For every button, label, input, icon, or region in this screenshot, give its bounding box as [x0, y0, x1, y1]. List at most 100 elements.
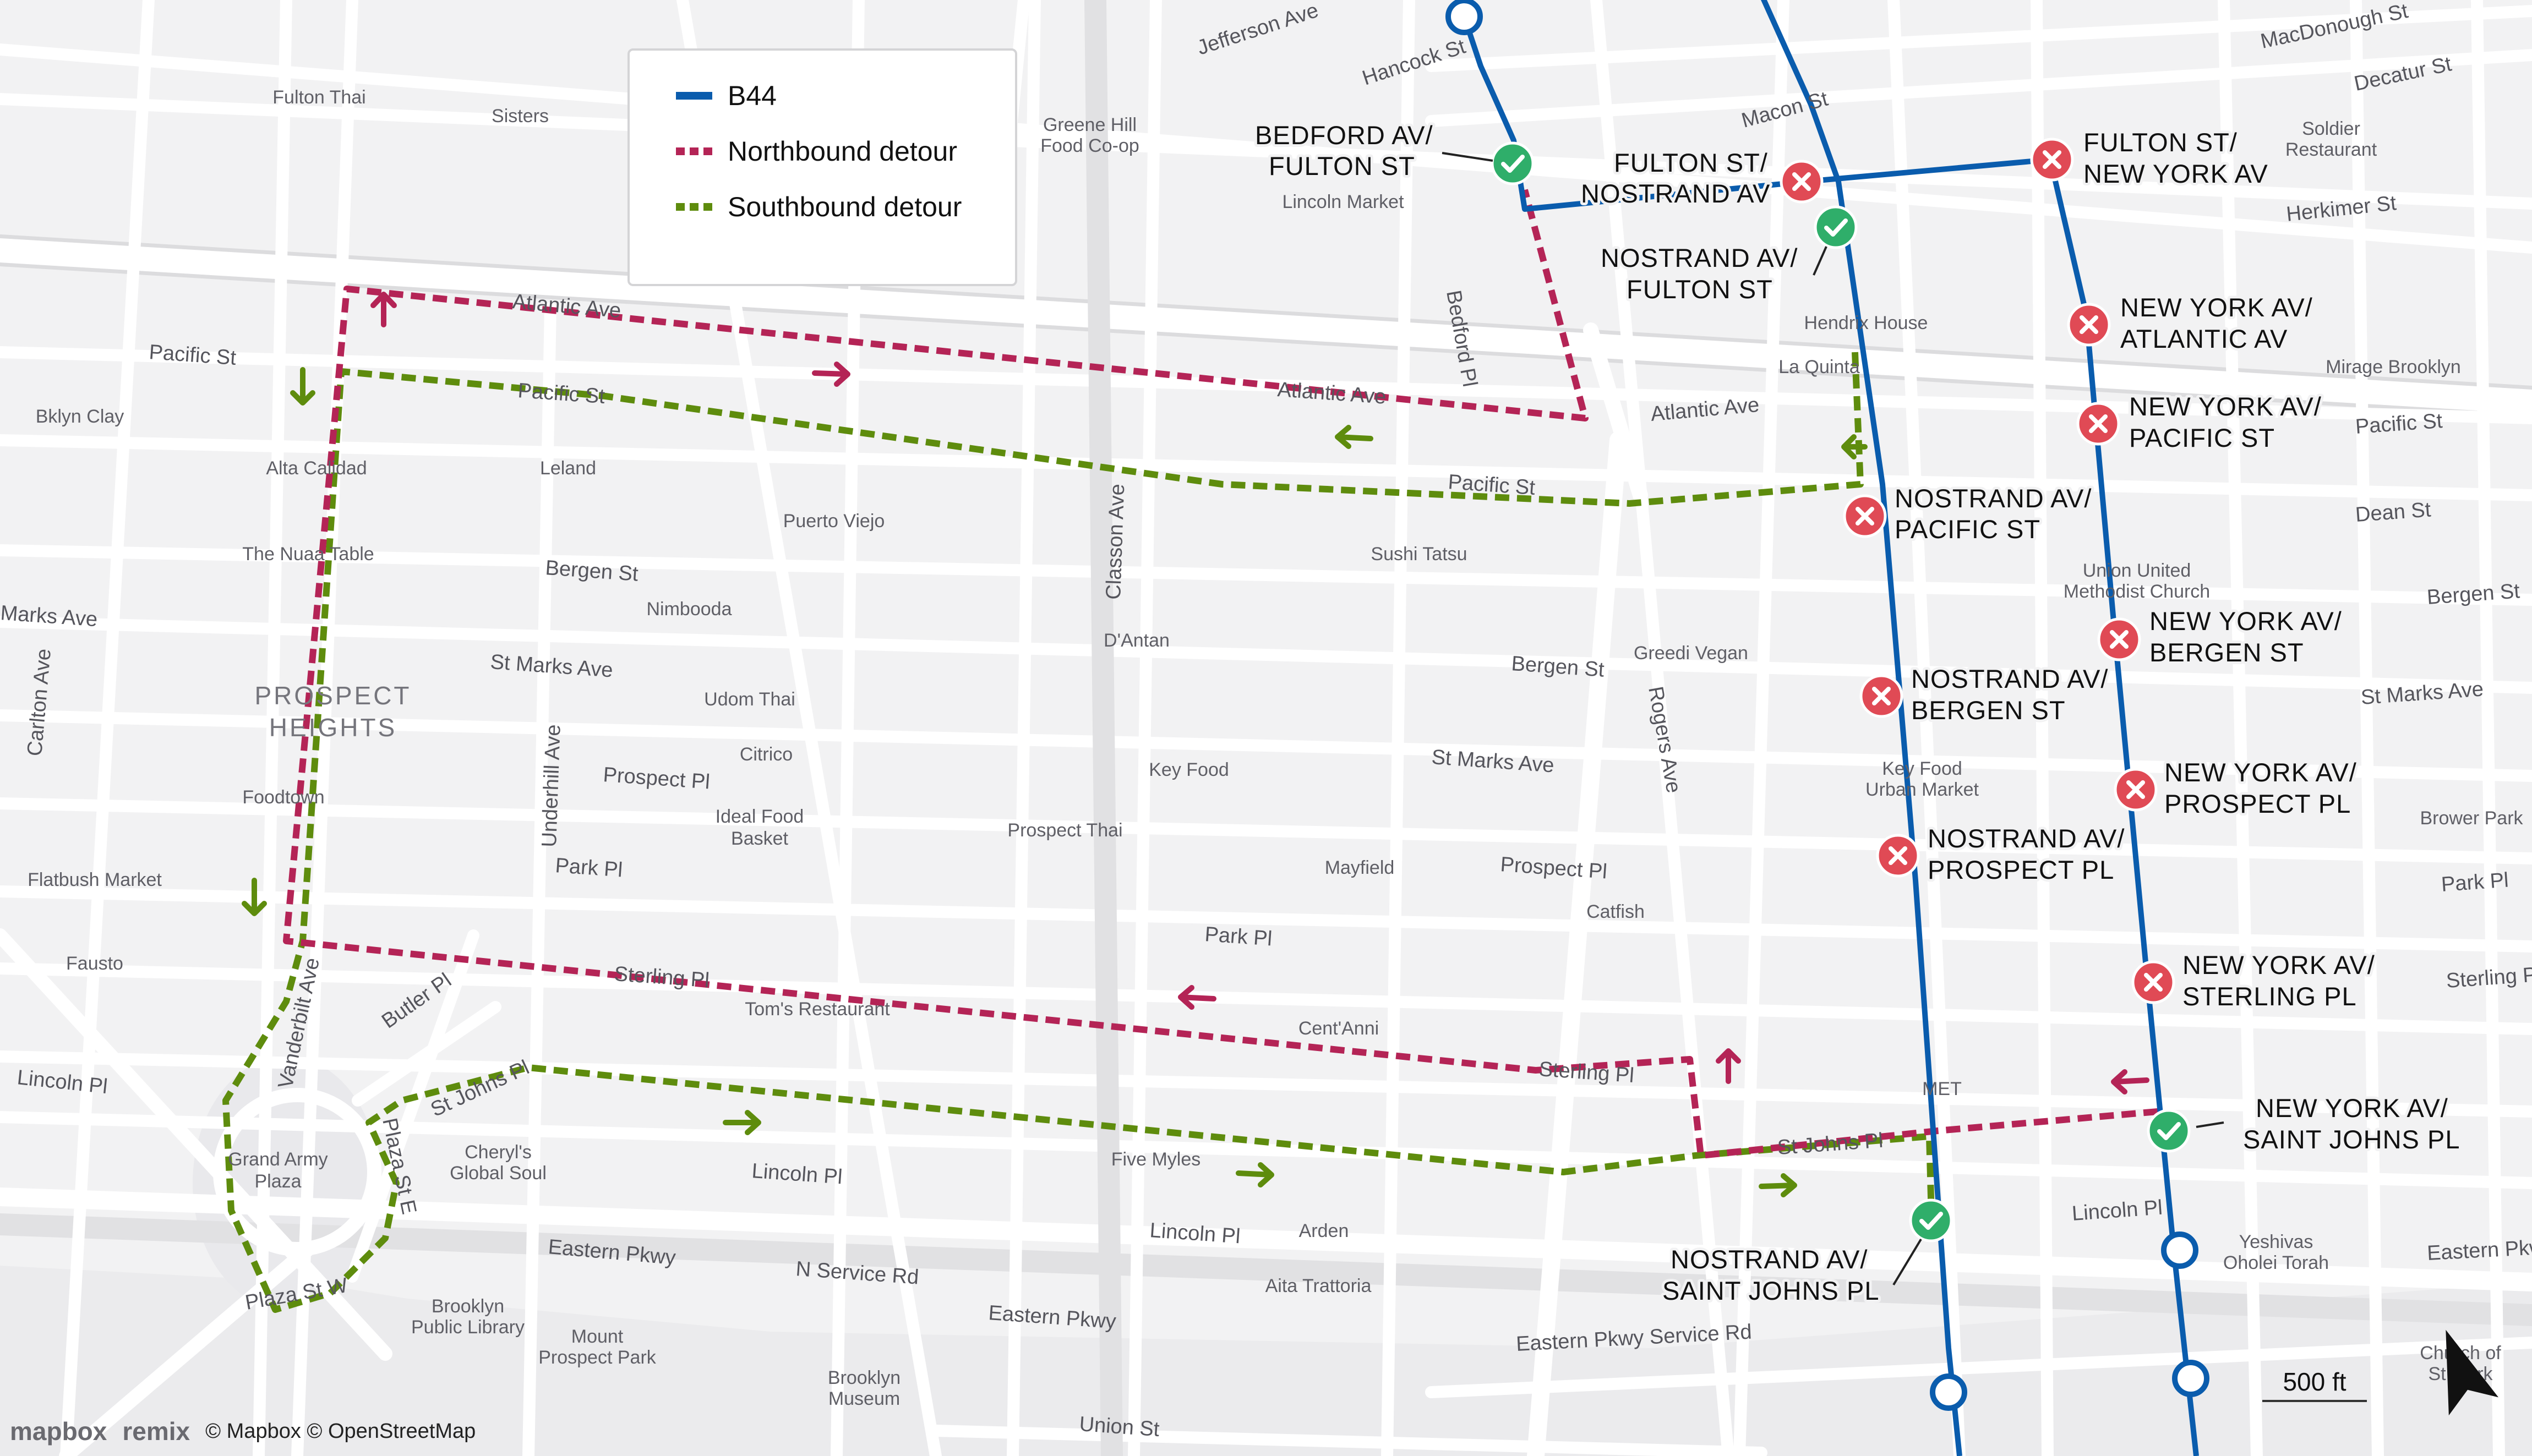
place-label: Mount — [571, 1326, 624, 1347]
north-arrow-icon — [2446, 1329, 2499, 1416]
place-label: Basket — [731, 828, 788, 849]
place-label: Mirage Brooklyn — [2326, 357, 2461, 377]
stop-label: SAINT JOHNS PL — [1662, 1276, 1879, 1305]
place-label: Udom Thai — [704, 689, 795, 710]
place-label: Bklyn Clay — [36, 406, 124, 427]
closed-stop-x-icon[interactable] — [2099, 619, 2140, 660]
mapbox-logo[interactable]: mapbox — [10, 1417, 107, 1446]
southbound-detour-line — [222, 352, 1935, 1313]
place-label: D'Antan — [1104, 630, 1170, 651]
place-label: Key Food — [1149, 759, 1229, 780]
place-label: Foodtown — [242, 787, 324, 808]
legend-swatch-southbound — [676, 203, 712, 211]
place-label: Urban Market — [1865, 779, 1979, 800]
place-label: Oholei Torah — [2223, 1252, 2329, 1273]
legend-swatch-northbound — [676, 147, 712, 155]
stop-label: NOSTRAND AV/ — [1895, 484, 2092, 513]
closed-stop-x-icon[interactable] — [2133, 962, 2174, 1003]
place-label: Museum — [828, 1388, 900, 1409]
attribution: mapbox remix © Mapbox © OpenStreetMap — [10, 1416, 476, 1446]
active-stop-check-icon[interactable] — [2148, 1110, 2189, 1151]
place-label: Brooklyn — [432, 1296, 504, 1317]
stop-label: PACIFIC ST — [1895, 514, 2040, 544]
place-label: MET — [1922, 1079, 1962, 1099]
street-label-classon-ave: Classon Ave — [1102, 483, 1129, 600]
legend-label-southbound: Southbound detour — [728, 191, 962, 222]
stop-label: STERLING PL — [2182, 982, 2357, 1011]
place-label: Grand Army — [228, 1149, 328, 1170]
route-terminal-circle-icon — [1448, 1, 1480, 32]
place-label: Ideal Food — [716, 806, 804, 827]
closed-stop-x-icon[interactable] — [2069, 304, 2109, 345]
place-label: Yeshivas — [2239, 1231, 2313, 1252]
legend-label-route: B44 — [728, 80, 777, 111]
stop-label: NEW YORK AV/ — [2129, 392, 2322, 421]
stop-label: SAINT JOHNS PL — [2243, 1125, 2460, 1154]
route-terminal-circle-icon — [2175, 1362, 2207, 1394]
place-label: Aita Trattoria — [1265, 1276, 1372, 1296]
route-terminal-circle-icon — [2164, 1234, 2196, 1266]
stop-label: FULTON ST/ — [2083, 128, 2238, 157]
stop-label: ATLANTIC AV — [2120, 324, 2288, 353]
closed-stop-x-icon[interactable] — [1845, 496, 1885, 537]
active-stop-check-icon[interactable] — [1492, 143, 1533, 184]
route-terminal-circle-icon — [1933, 1376, 1965, 1408]
stop-label: BEDFORD AV/ — [1255, 121, 1433, 150]
stop-label: NEW YORK AV/ — [2182, 950, 2375, 979]
street-label-park-pl: Park Pl — [2441, 869, 2509, 896]
stop-label: NEW YORK AV/ — [2120, 293, 2313, 322]
place-label: Plaza — [254, 1171, 301, 1192]
place-label: Methodist Church — [2064, 581, 2210, 602]
scale-label: 500 ft — [2283, 1367, 2347, 1396]
closed-stop-x-icon[interactable] — [2032, 139, 2072, 180]
stop-label: NOSTRAND AV/ — [1911, 664, 2108, 693]
legend-item-northbound: Northbound detour — [676, 135, 957, 168]
scale-line — [2262, 1400, 2367, 1402]
place-label: Fausto — [66, 953, 123, 974]
place-label: Mayfield — [1325, 857, 1395, 878]
place-label: Alta Calidad — [266, 458, 367, 479]
stop-label: PROSPECT PL — [1928, 855, 2114, 884]
stop-label: NEW YORK AV/ — [2164, 758, 2357, 787]
place-label: Key Food — [1882, 758, 1962, 779]
place-label: The Nuaa Table — [242, 544, 374, 565]
legend-item-southbound: Southbound detour — [676, 190, 962, 223]
place-label: Citrico — [740, 744, 793, 765]
scale-bar: 500 ft — [2262, 1367, 2367, 1402]
stop-label: NOSTRAND AV — [1581, 179, 1770, 208]
place-label: Arden — [1299, 1220, 1349, 1241]
closed-stop-x-icon[interactable] — [1878, 835, 1918, 876]
place-label: Prospect Park — [538, 1347, 657, 1368]
place-label: Brooklyn — [828, 1367, 901, 1388]
remix-logo[interactable]: remix — [122, 1417, 190, 1446]
street-label-park-pl: Park Pl — [1204, 923, 1273, 950]
closed-stop-x-icon[interactable] — [1861, 676, 1902, 716]
stop-label: FULTON ST — [1627, 275, 1773, 304]
stop-label: FULTON ST — [1269, 151, 1415, 180]
stop-label: NEW YORK AV — [2083, 159, 2268, 188]
place-label: Fulton Thai — [272, 87, 365, 108]
closed-stop-x-icon[interactable] — [1781, 161, 1822, 202]
stop-label: FULTON ST/ — [1614, 148, 1768, 177]
attribution-text[interactable]: © Mapbox © OpenStreetMap — [205, 1419, 476, 1443]
map-legend: B44 Northbound detour Southbound detour — [627, 48, 1017, 286]
place-label: Brower Park — [2420, 808, 2523, 829]
street-label-union-st: Union St — [1078, 1413, 1160, 1441]
legend-swatch-route — [676, 92, 712, 100]
place-label: Tom's Restaurant — [745, 999, 890, 1020]
street-label-underhill-ave: Underhill Ave — [538, 724, 565, 848]
stop-label: NEW YORK AV/ — [2256, 1093, 2448, 1123]
place-label: Restaurant — [2285, 139, 2377, 160]
place-label: Cent'Anni — [1298, 1018, 1379, 1039]
place-label: Puerto Viejo — [783, 511, 885, 532]
place-label: Public Library — [411, 1317, 525, 1338]
northbound-detour-line — [283, 189, 2158, 1159]
stop-label: NOSTRAND AV/ — [1601, 243, 1798, 272]
direction-arrow-icon — [370, 292, 2149, 1094]
active-stop-check-icon[interactable] — [1815, 207, 1856, 248]
closed-stop-x-icon[interactable] — [2078, 403, 2119, 444]
active-stop-check-icon[interactable] — [1911, 1200, 1951, 1241]
closed-stop-x-icon[interactable] — [2115, 769, 2156, 810]
neighborhood-label: HEIGHTS — [269, 713, 397, 742]
